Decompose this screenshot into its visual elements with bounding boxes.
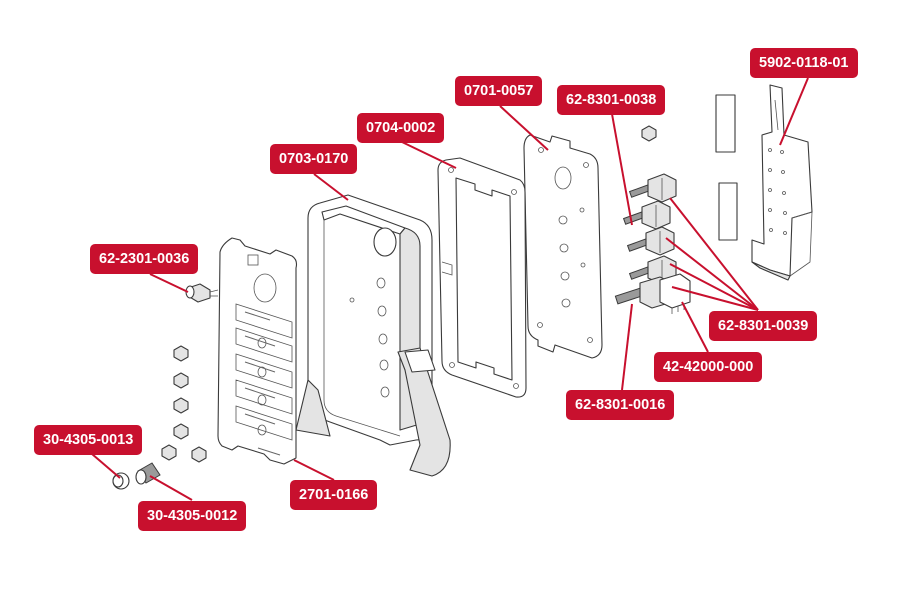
part-label-30-4305-0012: 30-4305-0012 (138, 501, 247, 531)
part-label-0701-0057: 0701-0057 (455, 76, 543, 106)
leader-0701-0057 (499, 105, 549, 151)
leader-42-42000-000 (681, 301, 709, 353)
leader-62-2301-0036 (149, 273, 189, 293)
leader-0704-0002 (401, 141, 457, 169)
part-label-62-8301-0038: 62-8301-0038 (557, 85, 666, 115)
leader-62-8301-0039-b (665, 237, 759, 311)
leader-62-8301-0016 (621, 303, 633, 391)
leader-30-4305-0013 (91, 453, 121, 479)
part-label-0703-0170: 0703-0170 (270, 144, 358, 174)
knob-part (135, 462, 161, 485)
cap-part (112, 472, 130, 490)
switches-part (614, 173, 691, 314)
leader-62-8301-0038 (611, 113, 633, 226)
part-label-30-4305-0013: 30-4305-0013 (34, 425, 143, 455)
leader-30-4305-0012 (149, 475, 193, 501)
hex-nuts-part (161, 125, 657, 463)
enclosure-box-part (295, 194, 451, 477)
bracket-part (715, 84, 813, 281)
leader-62-8301-0039-c (669, 263, 759, 311)
part-label-5902-0118-01: 5902-0118-01 (750, 48, 858, 78)
mounting-plate-part (523, 134, 603, 359)
part-label-2701-0166: 2701-0166 (290, 480, 378, 510)
part-label-0704-0002: 0704-0002 (357, 113, 445, 143)
leader-5902-0118-01 (779, 77, 809, 146)
leader-62-8301-0039-a (669, 197, 759, 311)
part-label-62-8301-0039: 62-8301-0039 (709, 311, 818, 341)
faceplate-part (217, 237, 298, 465)
leader-2701-0166 (293, 459, 335, 481)
leader-62-8301-0039-d (671, 286, 759, 311)
part-label-62-8301-0016: 62-8301-0016 (566, 390, 675, 420)
part-label-42-42000-000: 42-42000-000 (654, 352, 763, 382)
leader-lines (91, 77, 809, 501)
leader-0703-0170 (313, 173, 349, 201)
led-part (185, 283, 219, 303)
part-label-62-2301-0036: 62-2301-0036 (90, 244, 199, 274)
gasket-part (437, 157, 527, 398)
